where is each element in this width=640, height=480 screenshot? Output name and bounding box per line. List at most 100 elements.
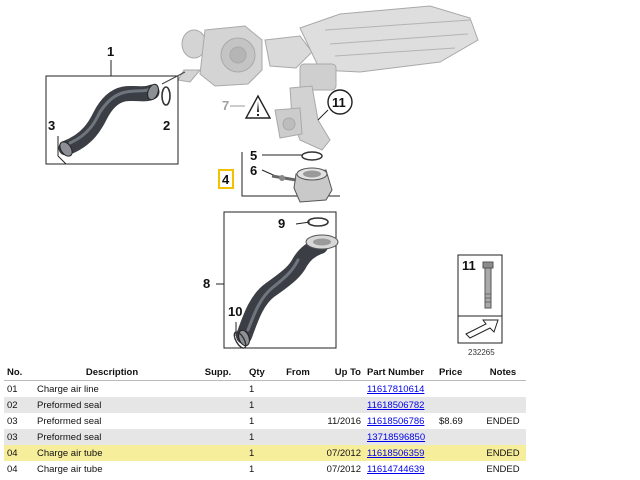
callout-8: 8 — [203, 276, 210, 291]
callout-7: 7 — [222, 98, 229, 113]
cell-no: 04 — [4, 461, 34, 477]
engine-illustration — [177, 5, 479, 151]
cell-price — [436, 429, 480, 445]
part-number-link[interactable]: 13718596850 — [367, 431, 426, 443]
cell-supp — [190, 445, 246, 461]
col-header-qty: Qty — [246, 364, 276, 381]
inset-bolt-11: 11 — [457, 254, 503, 344]
cell-description: Charge air tube — [34, 445, 190, 461]
part-number-link[interactable]: 11617810614 — [367, 383, 425, 395]
bolt-icon — [482, 261, 494, 309]
highlight-box-4 — [218, 169, 234, 189]
cell-price — [436, 445, 480, 461]
cell-qty: 1 — [246, 445, 276, 461]
table-row: 01 Charge air line 1 11617810614 — [4, 380, 526, 397]
col-header-notes: Notes — [480, 364, 526, 381]
cell-from — [276, 380, 320, 397]
cell-supp — [190, 461, 246, 477]
cell-notes — [480, 429, 526, 445]
cell-description: Preformed seal — [34, 429, 190, 445]
cell-qty: 1 — [246, 380, 276, 397]
callout-4[interactable]: 4 — [222, 172, 230, 187]
cell-supp — [190, 397, 246, 413]
cell-from — [276, 461, 320, 477]
cell-qty: 1 — [246, 397, 276, 413]
cell-notes: ENDED — [480, 413, 526, 429]
cell-price: $8.69 — [436, 413, 480, 429]
cell-description: Charge air tube — [34, 461, 190, 477]
parts-diagram: 1 2 3 4 5 6 7 8 9 10 11 11 232265 — [45, 5, 503, 357]
throttle-housing — [271, 151, 333, 203]
cell-part-number: 11618506782 — [364, 397, 436, 413]
col-header-up-to: Up To — [320, 364, 364, 381]
cell-price — [436, 397, 480, 413]
table-row: 03 Preformed seal 1 13718596850 — [4, 429, 526, 445]
cell-up-to — [320, 397, 364, 413]
callout-9: 9 — [278, 216, 285, 231]
cell-supp — [190, 413, 246, 429]
cell-supp — [190, 380, 246, 397]
cell-description: Charge air line — [34, 380, 190, 397]
cell-price — [436, 461, 480, 477]
callout-11-circle — [317, 89, 353, 121]
cell-up-to: 07/2012 — [320, 461, 364, 477]
cell-no: 01 — [4, 380, 34, 397]
cell-notes: ENDED — [480, 445, 526, 461]
part-number-link[interactable]: 11618506786 — [367, 415, 425, 427]
group-1-frame — [45, 60, 186, 165]
seal-3-mark — [57, 136, 67, 165]
cell-up-to — [320, 429, 364, 445]
callout-6: 6 — [250, 163, 257, 178]
cell-no: 03 — [4, 413, 34, 429]
cell-part-number: 11618506786 — [364, 413, 436, 429]
callout-5: 5 — [250, 148, 257, 163]
cell-from — [276, 413, 320, 429]
cell-part-number: 11618506359 — [364, 445, 436, 461]
cell-no: 02 — [4, 397, 34, 413]
cell-qty: 1 — [246, 413, 276, 429]
cell-notes: ENDED — [480, 461, 526, 477]
part-number-link[interactable]: 11618506782 — [367, 399, 425, 411]
arrow-icon — [465, 319, 499, 339]
col-header-no: No. — [4, 364, 34, 381]
col-header-description: Description — [34, 364, 190, 381]
cell-part-number: 11614744639 — [364, 461, 436, 477]
callout-3: 3 — [48, 118, 55, 133]
cell-up-to: 11/2016 — [320, 413, 364, 429]
cell-description: Preformed seal — [34, 397, 190, 413]
cell-qty: 1 — [246, 429, 276, 445]
table-row: 03 Preformed seal 1 11/2016 11618506786 … — [4, 413, 526, 429]
cell-description: Preformed seal — [34, 413, 190, 429]
cell-from — [276, 445, 320, 461]
cell-notes — [480, 380, 526, 397]
warning-sign-icon — [230, 94, 272, 119]
cell-up-to: 07/2012 — [320, 445, 364, 461]
cell-part-number: 11617810614 — [364, 380, 436, 397]
cell-part-number: 13718596850 — [364, 429, 436, 445]
cell-up-to — [320, 380, 364, 397]
col-header-part-number: Part Number — [364, 364, 436, 381]
inset-callout-11: 11 — [462, 258, 476, 273]
cell-no: 04 — [4, 445, 34, 461]
cell-supp — [190, 429, 246, 445]
table-header-row: No. Description Supp. Qty From Up To Par… — [4, 364, 526, 381]
callout-1: 1 — [107, 44, 114, 59]
part-number-link[interactable]: 11614744639 — [367, 463, 425, 475]
charge-air-line-hose — [58, 83, 171, 157]
cell-qty: 1 — [246, 461, 276, 477]
charge-air-tube-hose — [233, 217, 339, 349]
col-header-supp: Supp. — [190, 364, 246, 381]
cell-notes — [480, 397, 526, 413]
group-8-frame — [216, 211, 337, 349]
table-row: 02 Preformed seal 1 11618506782 — [4, 397, 526, 413]
callout-11: 11 — [332, 95, 346, 110]
parts-table: No. Description Supp. Qty From Up To Par… — [4, 364, 526, 477]
cell-from — [276, 429, 320, 445]
table-row: 04 Charge air tube 1 07/2012 11618506359… — [4, 445, 526, 461]
image-number: 232265 — [468, 348, 495, 357]
part-number-link[interactable]: 11618506359 — [367, 447, 425, 459]
callout-10: 10 — [228, 304, 242, 319]
table-row: 04 Charge air tube 1 07/2012 11614744639… — [4, 461, 526, 477]
col-header-price: Price — [436, 364, 480, 381]
cell-price — [436, 380, 480, 397]
